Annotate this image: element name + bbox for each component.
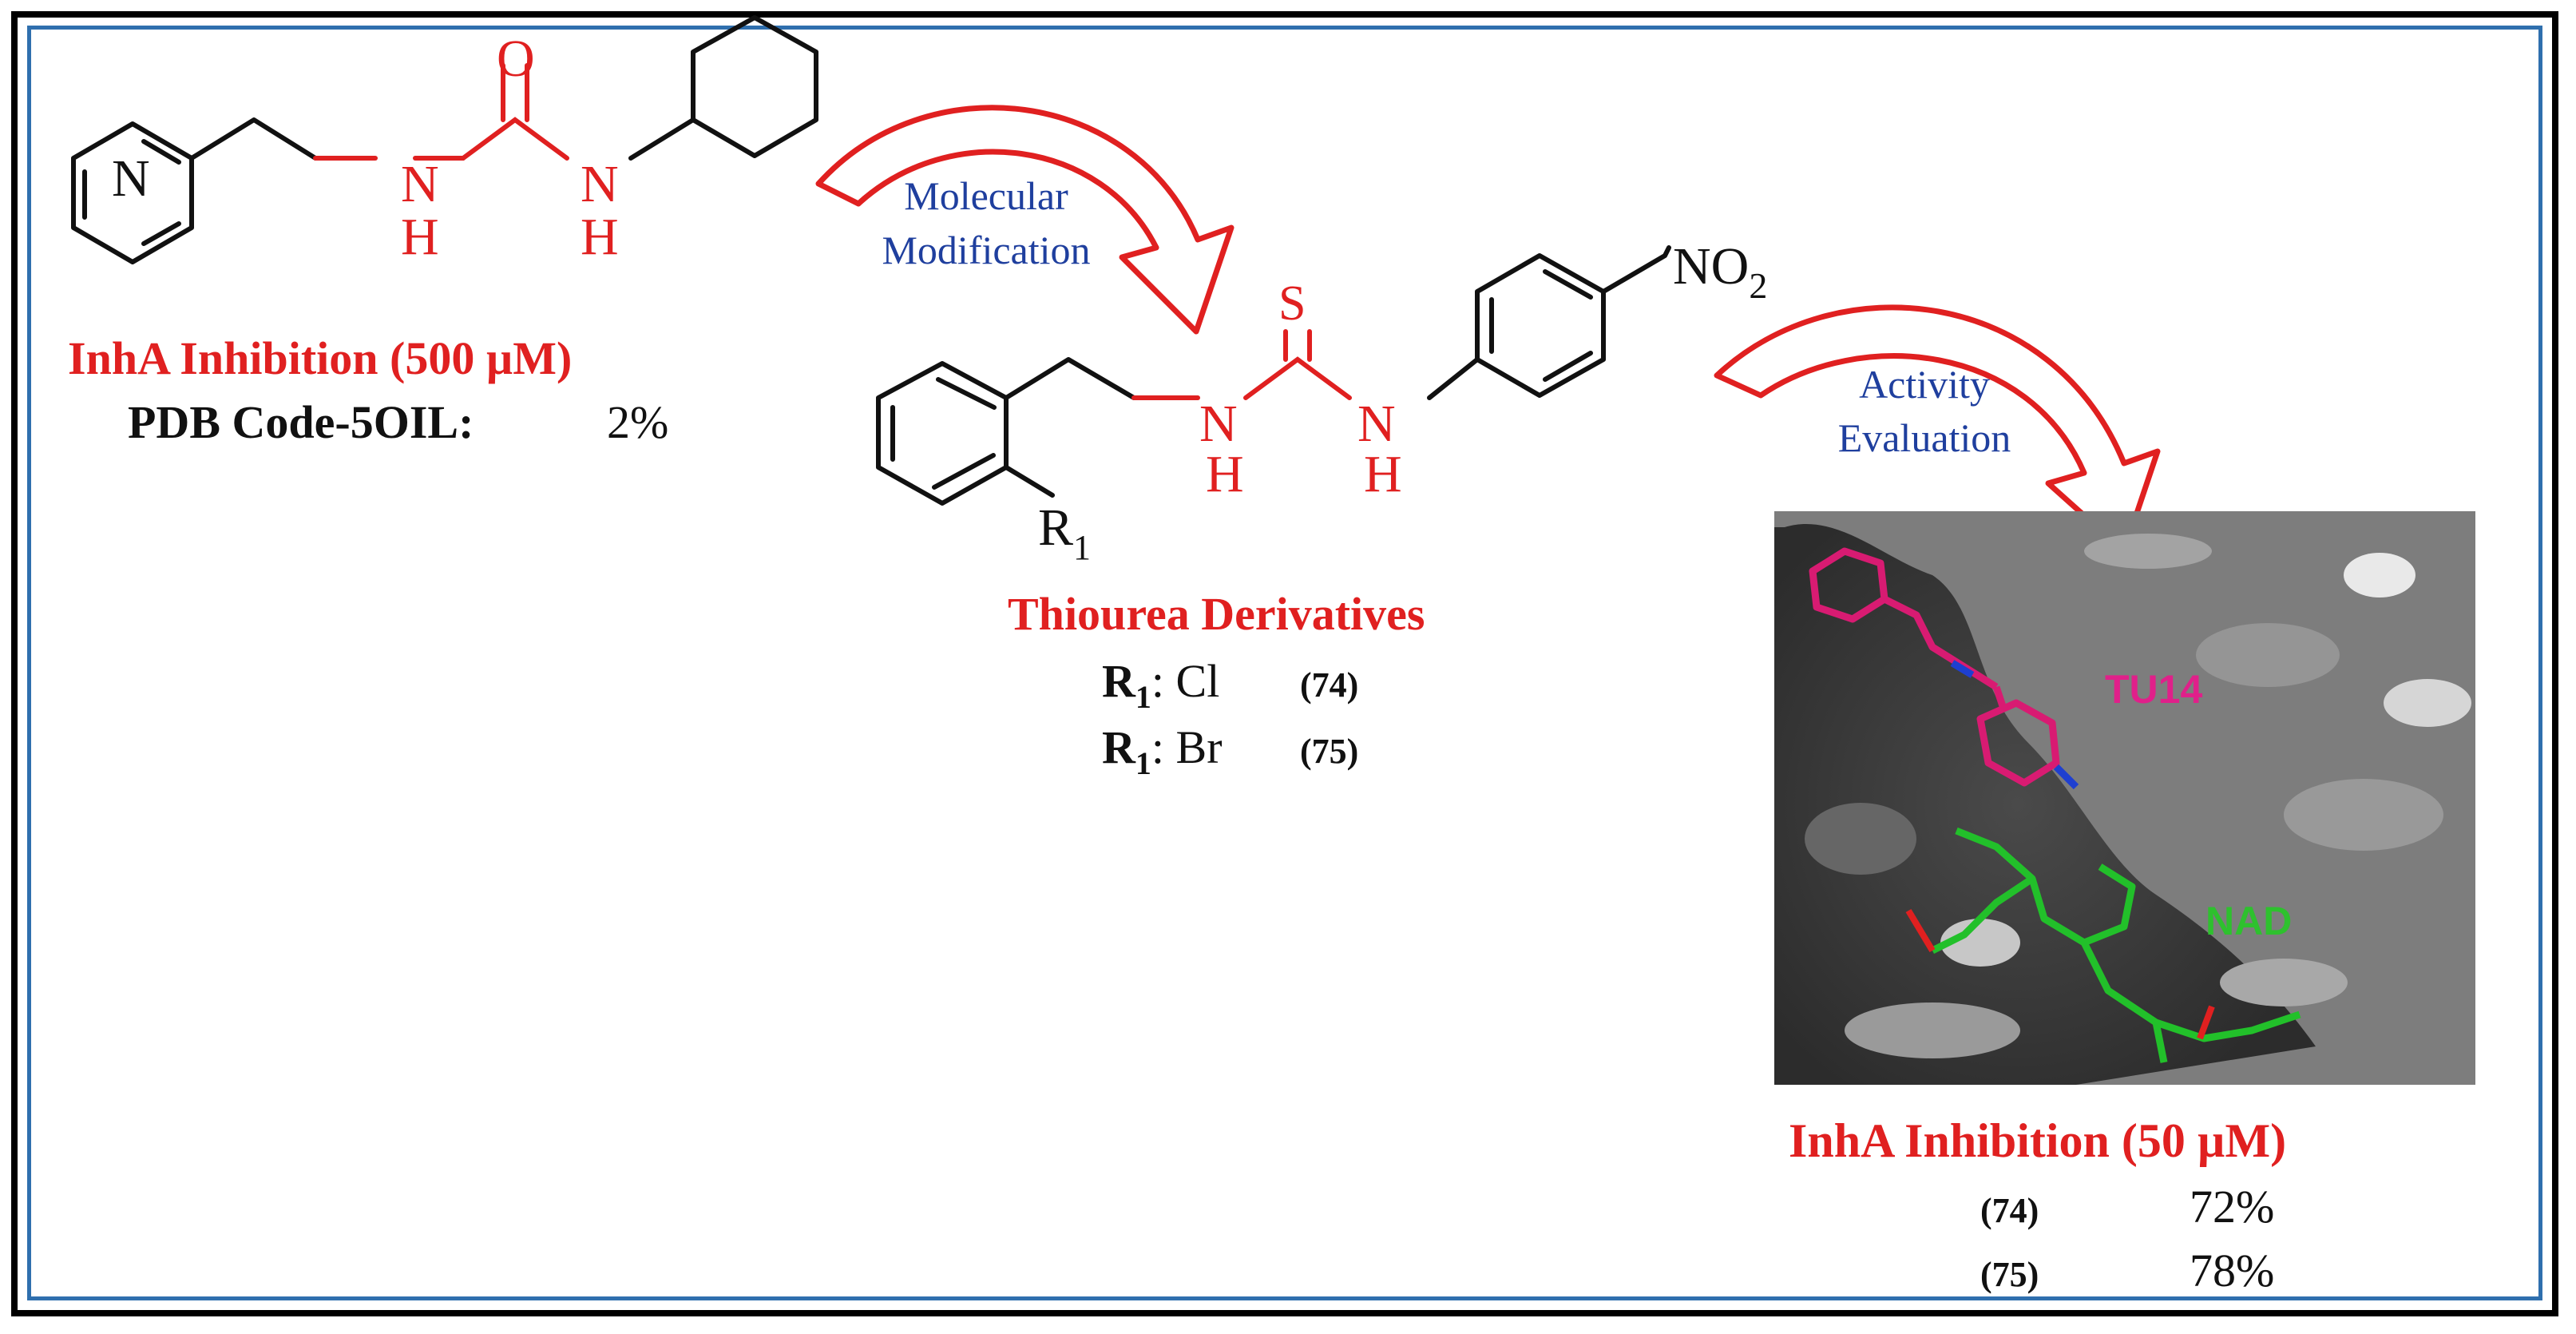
docking-image: TU14 NAD (1774, 511, 2475, 1085)
pdb-value: 2% (607, 396, 668, 448)
nitrophenyl-ring (1475, 253, 1606, 398)
R1-substituent: R1 (1038, 498, 1091, 567)
cofactor-label: NAD (2205, 899, 2292, 943)
urea-N2-atom: N (581, 155, 619, 213)
lead-compound-structure (71, 15, 818, 264)
thiourea-H1-atom: H (1206, 445, 1244, 503)
result-row-2-value: 78% (2190, 1245, 2274, 1296)
variant-row-2: R1: Br (1102, 721, 1223, 781)
thiourea-N1-atom: N (1199, 395, 1238, 453)
pdb-code-label: PDB Code-5OIL: (128, 396, 474, 448)
result-title: InhA Inhibition (50 µM) (1789, 1114, 2286, 1167)
step2-line1: Activity (1859, 362, 1990, 407)
thiourea-title: Thiourea Derivatives (1008, 588, 1425, 640)
cofactor-sticks (1930, 827, 2301, 1063)
cyclohexane-ring (691, 15, 818, 158)
thiourea-S-atom: S (1278, 276, 1306, 331)
result-row-1-compound: (74) (1980, 1191, 2039, 1230)
urea-N1-atom: N (401, 155, 439, 213)
urea-H2-atom: H (581, 208, 619, 266)
result-row-1-value: 72% (2190, 1181, 2274, 1233)
variant-1-number: (74) (1300, 665, 1358, 705)
activity-evaluation-arrow (1714, 304, 2161, 554)
molecular-modification-arrow (815, 105, 1234, 335)
step2-line2: Evaluation (1838, 415, 2011, 460)
thiourea-structure (876, 245, 1671, 506)
urea-H1-atom: H (401, 208, 439, 266)
step1-line2: Modification (882, 228, 1090, 272)
urea-O-atom: O (497, 30, 535, 88)
step1-line1: Molecular (904, 173, 1068, 218)
ligand-sticks (1809, 547, 2060, 787)
result-row-2-compound: (75) (1980, 1255, 2039, 1294)
variant-row-1: R1: Cl (1102, 655, 1219, 715)
ligand-label: TU14 (2105, 667, 2202, 712)
variant-2-number: (75) (1300, 732, 1358, 771)
thiourea-N2-atom: N (1357, 395, 1396, 453)
inner-frame (27, 26, 2542, 1300)
thiourea-H2-atom: H (1364, 445, 1402, 503)
lead-activity-title: InhA Inhibition (500 µM) (68, 332, 572, 384)
outer-frame (11, 11, 2558, 1316)
pyridine-N-atom: N (112, 149, 150, 208)
nitro-group: NO2 (1673, 237, 1767, 306)
